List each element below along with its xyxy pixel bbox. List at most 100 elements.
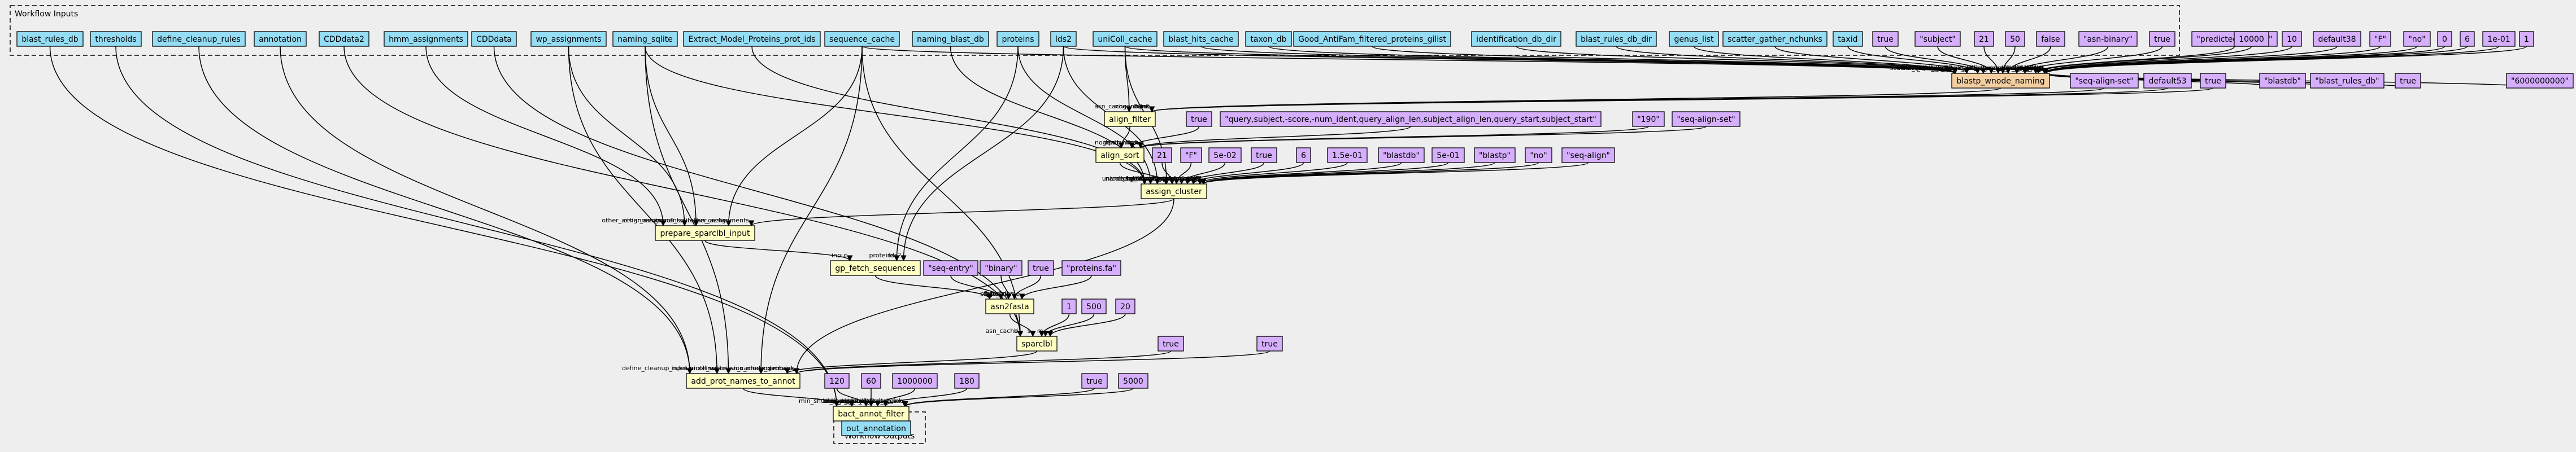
node-box[interactable] [1669, 31, 1719, 47]
node-param[interactable]: true [1081, 373, 1108, 389]
node-box[interactable] [1722, 31, 1827, 47]
node-box[interactable] [1115, 299, 1135, 314]
node-box[interactable] [1186, 111, 1212, 127]
node-input[interactable]: CDDdata [471, 31, 517, 47]
node-box[interactable] [1561, 147, 1615, 163]
node-box[interactable] [2036, 31, 2065, 47]
node-input[interactable]: blast_rules_db [16, 31, 84, 47]
node-box[interactable] [1251, 147, 1277, 163]
node-param[interactable]: "query,subject,-score,-num_ident,query_a… [1220, 111, 1602, 127]
node-box[interactable] [1028, 260, 1054, 276]
node-box[interactable] [530, 31, 607, 47]
node-param[interactable]: false [2036, 31, 2065, 47]
node-param[interactable]: 5e-02 [1208, 147, 1242, 163]
node-param[interactable]: "no" [1525, 147, 1552, 163]
node-param[interactable]: "blastdb" [2259, 73, 2306, 89]
node-param[interactable]: 10000 [2234, 31, 2269, 47]
node-step[interactable]: align_sort [1095, 147, 1145, 163]
node-box[interactable] [1378, 147, 1425, 163]
node-box[interactable] [892, 373, 938, 389]
node-box[interactable] [1833, 31, 1863, 47]
node-input[interactable]: annotation [254, 31, 307, 47]
node-box[interactable] [1016, 336, 1058, 352]
node-param[interactable]: "F" [1180, 147, 1202, 163]
node-param[interactable]: 21 [1152, 147, 1172, 163]
node-step[interactable]: bact_annot_filter [833, 406, 910, 422]
node-box[interactable] [612, 31, 678, 47]
node-box[interactable] [2070, 73, 2139, 89]
node-step[interactable]: sparclbl [1016, 336, 1058, 352]
node-input[interactable]: blast_hits_cache [1163, 31, 1239, 47]
node-box[interactable] [2282, 31, 2302, 47]
node-box[interactable] [1141, 183, 1207, 199]
node-box[interactable] [471, 31, 517, 47]
node-box[interactable] [1951, 73, 2050, 89]
node-param[interactable]: 0 [2437, 31, 2452, 47]
node-box[interactable] [830, 260, 921, 276]
node-param[interactable]: true [2395, 73, 2421, 89]
node-box[interactable] [1158, 336, 1184, 352]
node-box[interactable] [1152, 147, 1172, 163]
node-box[interactable] [1081, 299, 1107, 314]
node-box[interactable] [1327, 147, 1368, 163]
node-box[interactable] [2310, 73, 2384, 89]
node-box[interactable] [2403, 31, 2431, 47]
node-box[interactable] [1245, 31, 1292, 47]
node-box[interactable] [1672, 111, 1740, 127]
node-box[interactable] [1431, 147, 1465, 163]
node-box[interactable] [1525, 147, 1552, 163]
node-box[interactable] [2395, 73, 2421, 89]
node-input[interactable]: naming_blast_db [912, 31, 989, 47]
node-box[interactable] [1104, 111, 1156, 127]
node-param[interactable]: 10 [2282, 31, 2302, 47]
node-box[interactable] [1061, 260, 1121, 276]
node-param[interactable]: "blastdb" [1378, 147, 1425, 163]
node-box[interactable] [2313, 31, 2361, 47]
node-input[interactable]: CDDdata2 [319, 31, 369, 47]
node-param[interactable]: 1e-01 [2482, 31, 2516, 47]
node-input[interactable]: taxid [1833, 31, 1863, 47]
node-input[interactable]: Extract_Model_Proteins_prot_ids [683, 31, 821, 47]
node-param[interactable]: "blast_rules_db" [2310, 73, 2384, 89]
node-param[interactable]: 5000 [1118, 373, 1148, 389]
node-box[interactable] [1293, 31, 1451, 47]
node-box[interactable] [997, 31, 1039, 47]
node-box[interactable] [16, 31, 84, 47]
node-param[interactable]: "asn-binary" [2078, 31, 2138, 47]
node-input[interactable]: hmm_assignments [384, 31, 468, 47]
node-box[interactable] [2234, 31, 2269, 47]
node-param[interactable]: "seq-align" [1561, 147, 1615, 163]
node-box[interactable] [1163, 31, 1239, 47]
node-param[interactable]: "blastp" [1474, 147, 1516, 163]
node-box[interactable] [1061, 299, 1077, 314]
node-param[interactable]: true [1872, 31, 1899, 47]
node-input[interactable]: lds2 [1050, 31, 1077, 47]
node-input[interactable]: taxon_db [1245, 31, 1292, 47]
node-param[interactable]: 1000000 [892, 373, 938, 389]
node-box[interactable] [1576, 31, 1657, 47]
node-input[interactable]: blast_rules_db_dir [1576, 31, 1657, 47]
node-box[interactable] [912, 31, 989, 47]
node-step[interactable]: add_prot_names_to_annot [686, 373, 800, 389]
node-step[interactable]: assign_cluster [1141, 183, 1207, 199]
node-box[interactable] [2200, 73, 2226, 89]
node-input[interactable]: wp_assignments [530, 31, 607, 47]
node-param[interactable]: 60 [861, 373, 881, 389]
node-param[interactable]: default53 [2143, 73, 2192, 89]
node-box[interactable] [2143, 73, 2192, 89]
node-input[interactable]: uniColl_cache [1093, 31, 1158, 47]
node-box[interactable] [2369, 31, 2391, 47]
node-box[interactable] [1118, 373, 1148, 389]
node-box[interactable] [1256, 336, 1283, 352]
node-param[interactable]: 6 [2460, 31, 2475, 47]
node-box[interactable] [2149, 31, 2175, 47]
node-box[interactable] [2519, 31, 2534, 47]
node-param[interactable]: true [1158, 336, 1184, 352]
node-param[interactable]: 1 [2519, 31, 2534, 47]
node-box[interactable] [152, 31, 246, 47]
node-step[interactable]: asn2fasta [985, 299, 1034, 314]
node-step[interactable]: align_filter [1104, 111, 1156, 127]
node-step[interactable]: prepare_sparclbl_input [655, 225, 755, 241]
node-param[interactable]: "seq-align-set" [1672, 111, 1740, 127]
node-box[interactable] [1081, 373, 1108, 389]
